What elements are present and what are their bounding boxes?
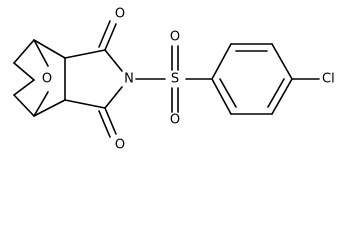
- ring-bond-3: [271, 43, 293, 80]
- bond-carbonyl-bottom-n: [104, 86, 123, 109]
- bond-carbonyl-top-n: [104, 49, 123, 72]
- bond-c4-carbonyl-top: [64, 49, 106, 59]
- atom-labels: O O O N S O O Cl: [42, 7, 335, 153]
- bond-c-o-top-2: [98, 20, 111, 48]
- atom-o-sulfonyl-bottom: O: [170, 113, 180, 128]
- bond-c1-c6: [13, 79, 35, 96]
- atom-n: N: [124, 72, 134, 87]
- ring-bond-1: [211, 43, 232, 80]
- bond-c5-c7: [33, 99, 66, 117]
- bond-c5-bridgehead-o: [33, 91, 49, 117]
- bond-c6-c5: [13, 94, 35, 117]
- atom-o-sulfonyl-top: O: [170, 30, 180, 45]
- ring-bond-6: [211, 78, 232, 115]
- bond-c7-carbonyl-bottom: [64, 99, 106, 109]
- ring-double-right: [267, 78, 285, 108]
- bond-c3-bridgehead-o: [33, 39, 49, 67]
- atom-cl: Cl: [322, 72, 335, 87]
- bond-c3-c4: [33, 39, 66, 59]
- atom-o-bridge: O: [42, 72, 52, 87]
- atom-o-carbonyl-top: O: [115, 7, 125, 22]
- atom-o-carbonyl-bottom: O: [115, 138, 125, 153]
- bond-c2-c3: [13, 39, 35, 64]
- atom-s: S: [171, 72, 179, 87]
- ring-double-left: [219, 78, 237, 108]
- bond-c-o-top-1: [104, 23, 117, 51]
- bond-c-o-bottom-2: [98, 110, 111, 138]
- bond-c-o-bottom-1: [104, 107, 117, 135]
- bond-set: [13, 20, 320, 138]
- bond-c1-c2: [13, 62, 35, 81]
- chemical-structure: O O O N S O O Cl: [13, 7, 335, 153]
- ring-bond-4: [271, 78, 293, 115]
